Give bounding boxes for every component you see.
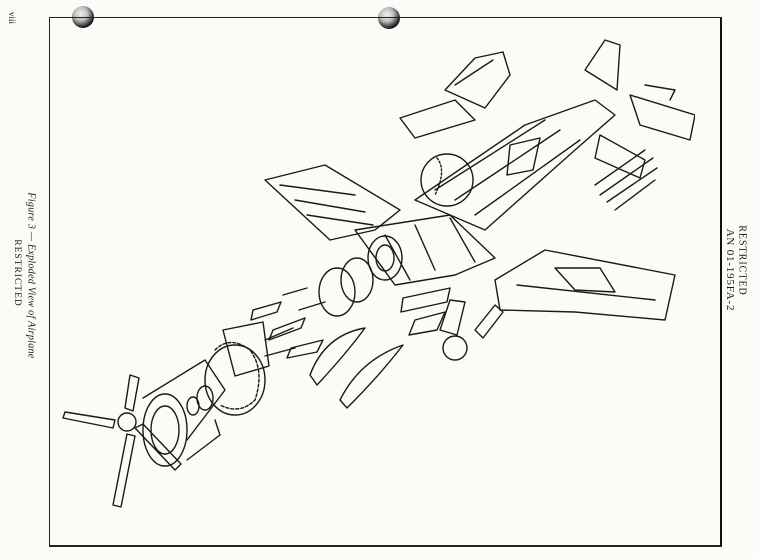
engine [187, 343, 265, 416]
panels [401, 138, 540, 312]
exploded-view-illustration [55, 30, 695, 530]
canopy [400, 52, 510, 138]
figure-caption: Figure 3 — Exploded View of Airplane [25, 192, 37, 359]
right-wing [495, 250, 675, 320]
accessory-parts [251, 288, 325, 358]
page-number: viii [7, 11, 18, 25]
document-number: AN 01-195FA-2 [724, 228, 736, 312]
right-restricted-label: RESTRICTED [736, 225, 748, 296]
landing-gear [409, 300, 503, 360]
binder-hole-right [378, 7, 400, 29]
control-rods [595, 150, 657, 210]
engine-mount [223, 322, 295, 376]
propeller [63, 375, 181, 507]
firewall-rings [319, 236, 402, 316]
left-restricted-label: RESTRICTED [12, 239, 22, 307]
wing-center-section [355, 215, 495, 285]
fuselage [415, 100, 615, 230]
page-border-frame [49, 17, 722, 547]
tail-assembly [585, 40, 695, 178]
engine-cowling [143, 360, 225, 466]
left-wing [265, 165, 400, 240]
drop-tanks [310, 328, 403, 408]
